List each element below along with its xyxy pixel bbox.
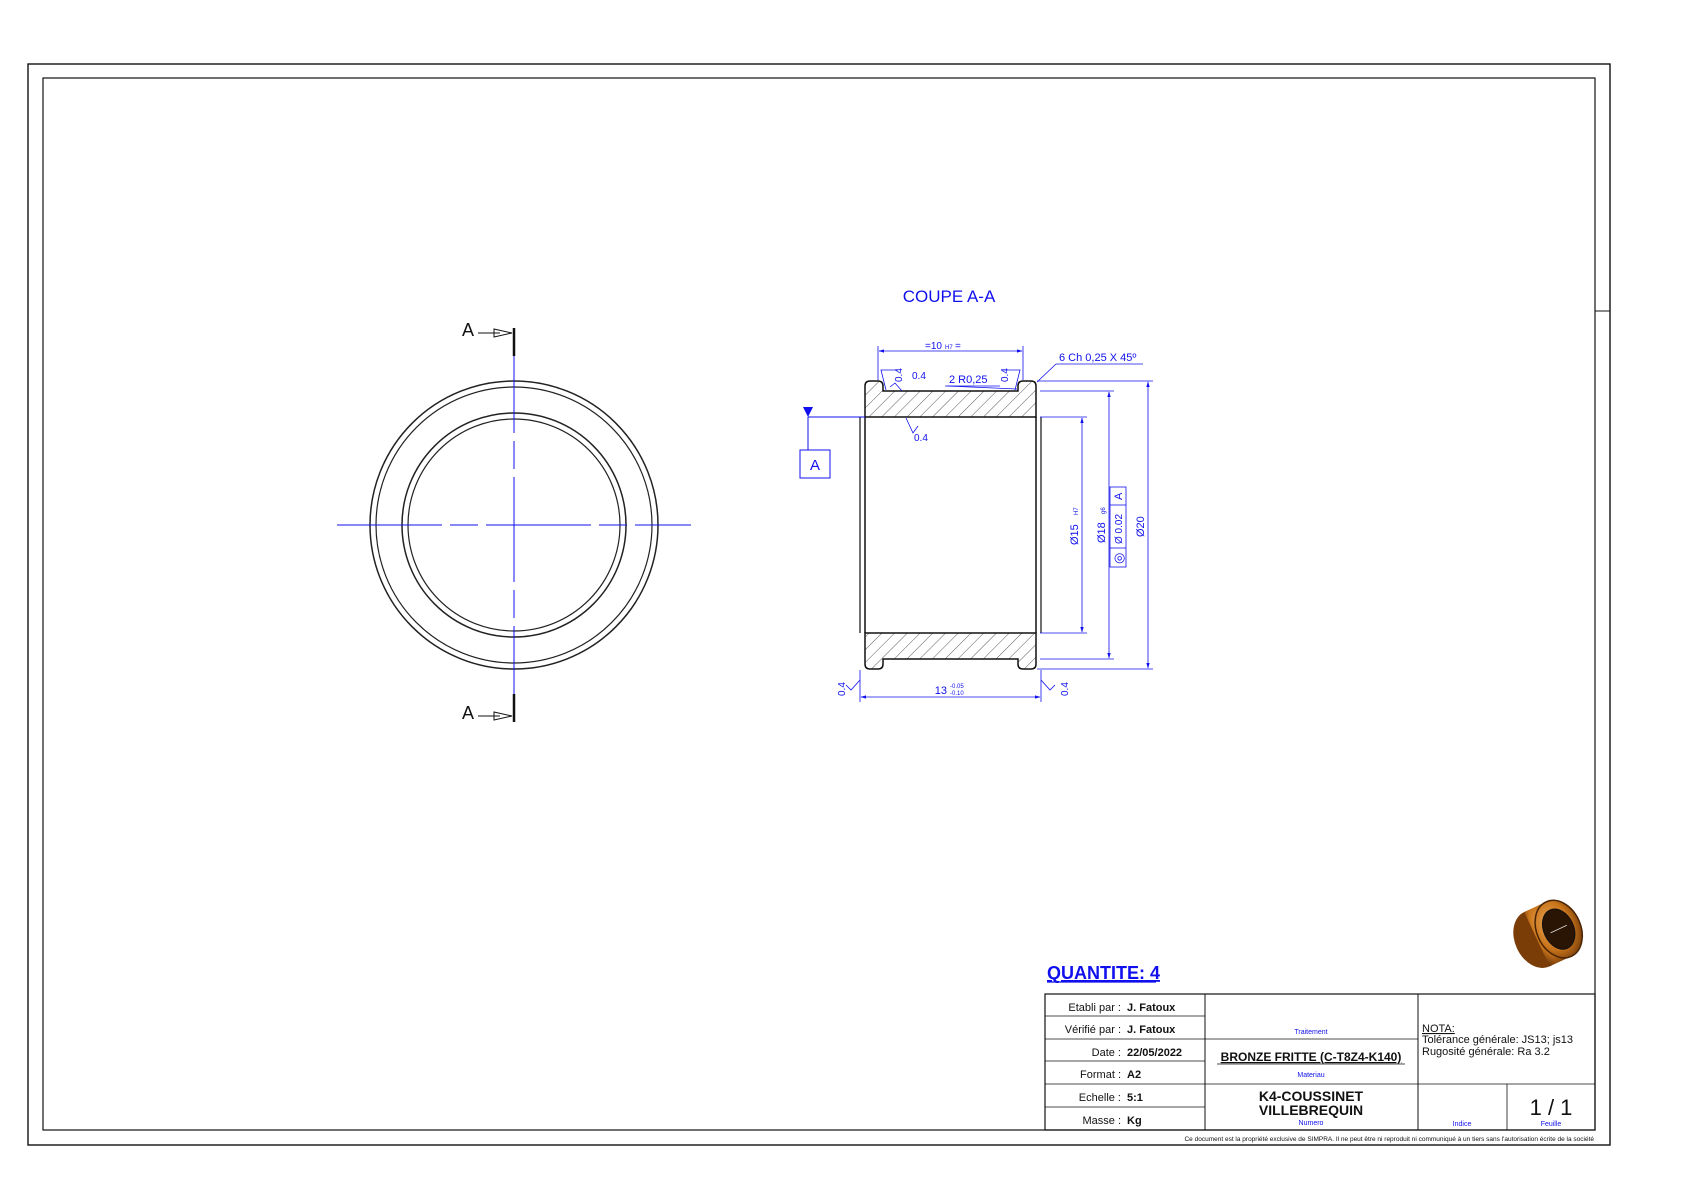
tb-value-echelle: 5:1 [1127,1092,1143,1104]
datum-triangle [803,407,813,417]
bore-dim-text: Ø15 [1069,524,1081,545]
svg-text:0.4: 0.4 [894,368,905,382]
svg-text:0.4: 0.4 [837,682,848,696]
tb-label-masse: Masse : [1082,1115,1121,1127]
tb-materiau-value: BRONZE FRITTE (C-T8Z4-K140) [1221,1050,1402,1064]
svg-text:0.4: 0.4 [1000,368,1011,382]
cut-label-bottom: A [462,703,474,723]
svg-text:0.4: 0.4 [1060,682,1071,696]
tb-label-format: Format : [1080,1069,1121,1081]
bore-dim-tol: H7 [1074,507,1080,515]
width-dim-tol: H7 [945,345,953,351]
tb-value-format: A2 [1127,1069,1141,1081]
chamfer-leader [1036,363,1057,383]
roughness-symbol: 0.4 [837,679,861,696]
width-dim-nominal: =10 [925,341,942,352]
tb-materiau-caption: Materiau [1297,1072,1324,1079]
roughness-symbol: 0.4 [880,368,905,391]
roughness-symbol: 0.4 [1000,368,1021,391]
outer-border [27,63,1611,1146]
tb-value-date: 22/05/2022 [1127,1047,1182,1059]
tb-label-date: Date : [1092,1047,1121,1059]
roughness-symbol: 0.4 [889,371,926,392]
feature-control-frame: A Ø 0.02 ◎ [1109,486,1127,568]
section-title: COUPE A-A [903,287,996,306]
fcf-datum: A [1113,492,1125,500]
top-wall-section [864,380,1037,418]
svg-text:0.4: 0.4 [914,433,928,444]
inner-border [42,77,1596,1131]
tb-value-etabli: J. Fatoux [1127,1002,1176,1014]
datum-box [799,449,831,479]
cut-arrow-top-head [493,328,513,338]
length-dim-tol-lower: -0.10 [950,691,964,697]
tb-numero-line1: K4-COUSSINET [1259,1088,1364,1104]
roughness-symbol: 0.4 [1040,679,1071,696]
chamfer-note: 6 Ch 0,25 X 45º [1059,352,1136,364]
svg-text:0.4: 0.4 [912,371,926,382]
quantity-label: QUANTITE: 4 [1047,963,1160,983]
footer-notice: Ce document est la propriété exclusive d… [1184,1136,1594,1143]
cut-label-top: A [462,320,474,340]
tb-sheet-value: 1 / 1 [1530,1095,1573,1120]
length-dim-nominal: 13 [935,685,947,697]
bottom-wall-section [864,632,1037,670]
flange-dim-text: Ø20 [1135,516,1147,537]
tb-traitement-caption: Traitement [1294,1029,1327,1036]
tb-nota-title: NOTA: [1422,1023,1455,1035]
length-dim-tol-upper: -0.05 [950,684,964,690]
bronze-bushing-thumbnail [1513,899,1584,968]
tb-numero-caption: Numero [1299,1120,1324,1127]
tb-label-etabli: Etabli par : [1068,1002,1121,1014]
section-view: COUPE A-A A =10 H7 = 0.4 0.4 0. [799,287,1153,702]
outer-dim-tol: g6 [1101,507,1107,514]
fillet-note: 2 R0,25 [949,374,988,386]
outer-dim-text: Ø18 [1096,522,1108,543]
tb-numero-line2: VILLEBREQUIN [1259,1102,1363,1118]
tb-nota-line1: Tolérance générale: JS13; js13 [1422,1034,1573,1046]
tb-value-verifie: J. Fatoux [1127,1024,1176,1036]
front-view: A A [337,320,691,723]
fcf-symbol: ◎ [1112,553,1127,564]
roughness-symbol: 0.4 [905,417,928,444]
cut-arrow-bottom-head [493,711,513,721]
tb-label-verifie: Vérifié par : [1065,1024,1121,1036]
tb-indice-caption: Indice [1453,1121,1472,1128]
tb-feuille-caption: Feuille [1541,1121,1562,1128]
title-block: Etabli par : J. Fatoux Vérifié par : J. … [1044,993,1596,1131]
fillet-leader [946,385,1018,390]
tb-label-echelle: Echelle : [1079,1092,1121,1104]
tb-value-masse: Kg [1127,1115,1142,1127]
datum-label: A [810,457,820,474]
tb-nota-line2: Rugosité générale: Ra 3.2 [1422,1046,1550,1058]
fcf-tolerance: Ø 0.02 [1114,514,1125,544]
width-dim-eq: = [955,341,961,352]
